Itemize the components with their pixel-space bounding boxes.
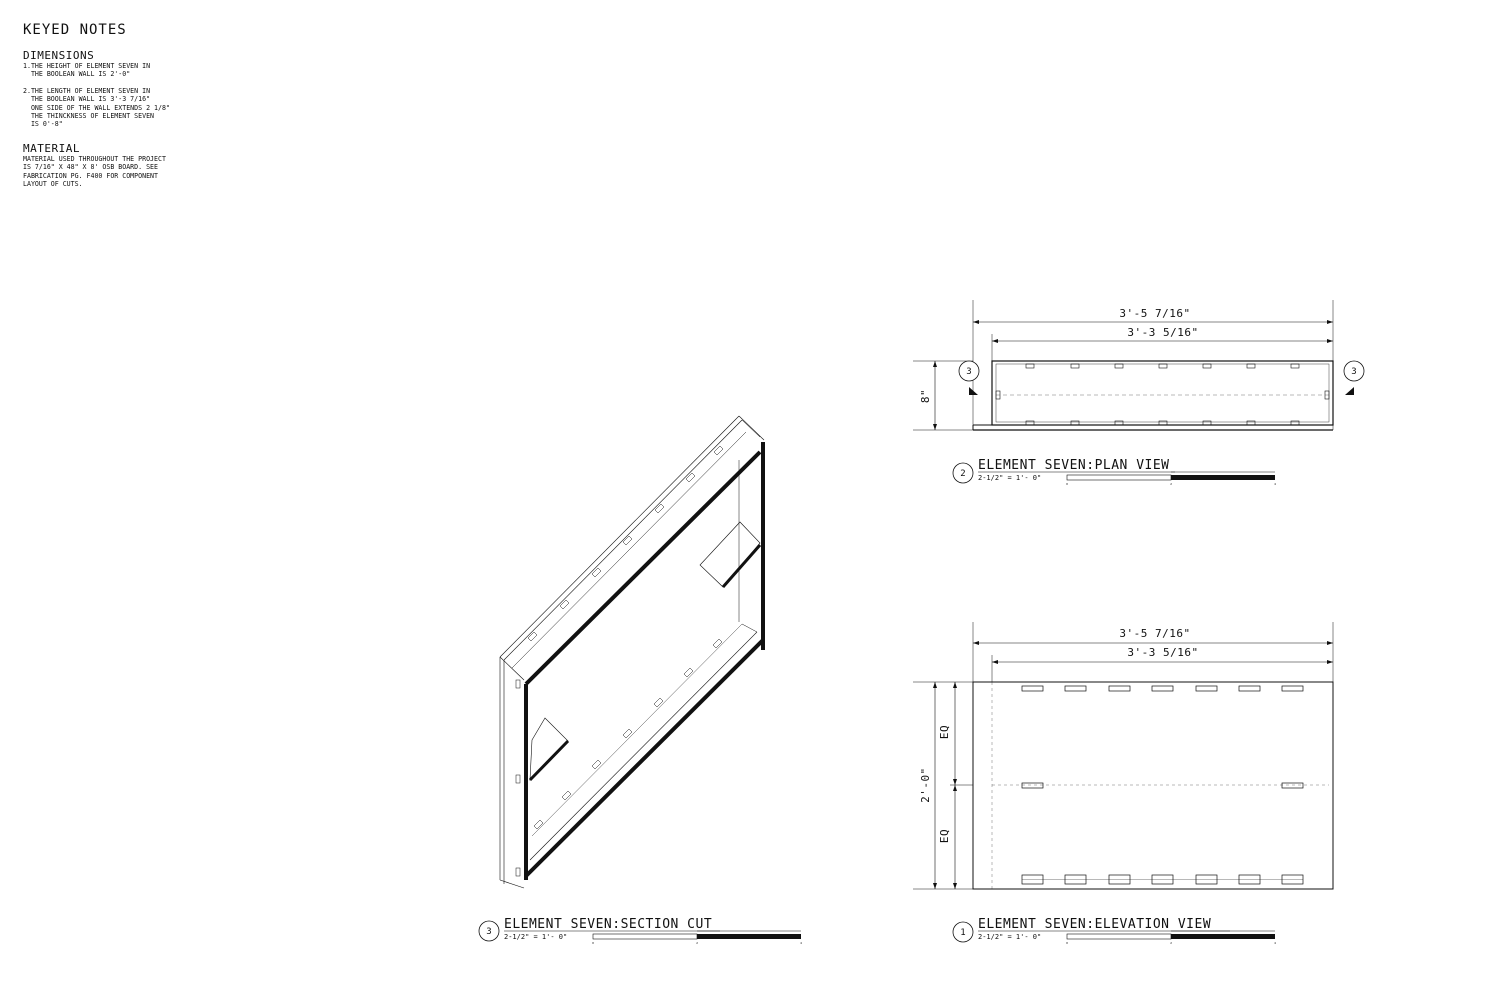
note-2-line-5: IS 0'-8" bbox=[23, 120, 63, 129]
material-line-4: LAYOUT OF CUTS. bbox=[23, 180, 83, 189]
elev-scale-tick-0: 0 bbox=[1066, 941, 1068, 945]
plan-dim-overall: 3'-5 7/16" bbox=[1119, 307, 1190, 320]
axo-top-edge-inner bbox=[511, 431, 747, 669]
material-line-1: MATERIAL USED THROUGHOUT THE PROJECT bbox=[23, 154, 166, 163]
plan-view-scale: 2-1/2" = 1'- 0" bbox=[978, 474, 1041, 482]
keyed-notes: KEYED NOTES DIMENSIONS 1.THE HEIGHT OF E… bbox=[23, 22, 253, 188]
elevation-view bbox=[913, 622, 1334, 890]
elev-bottom-slots bbox=[1021, 874, 1304, 885]
axo-bottom-shelf-back bbox=[531, 623, 743, 837]
axo-cut-bottom-rail bbox=[524, 638, 765, 878]
elev-dim-inner: 3'-3 5/16" bbox=[1127, 646, 1198, 659]
elev-mid-slots bbox=[1021, 782, 1304, 789]
section-cut-title: ELEMENT SEVEN:SECTION CUT bbox=[504, 917, 712, 932]
elev-scale-tick-mid: 2 bbox=[1170, 941, 1172, 945]
note-2-line-1: 2.THE LENGTH OF ELEMENT SEVEN IN bbox=[23, 86, 151, 95]
section-scale-bar bbox=[504, 930, 801, 940]
plan-view-number-circle bbox=[952, 462, 974, 484]
elev-dim-overall: 3'-5 7/16" bbox=[1119, 627, 1190, 640]
axo-bottom-shelf-cap bbox=[741, 623, 758, 633]
plan-view-title: ELEMENT SEVEN:PLAN VIEW bbox=[978, 458, 1170, 473]
plan-scale-tick-end: 4 bbox=[1274, 482, 1276, 486]
axo-top-right-cap-2 bbox=[741, 419, 761, 438]
section-cut-number: 3 bbox=[486, 927, 491, 937]
plan-scale-tick-0: 0 bbox=[1066, 482, 1068, 486]
section-scale-tick-mid: 2 bbox=[696, 941, 698, 945]
plan-scale-bar bbox=[978, 471, 1275, 481]
plan-scale-tick-mid: 2 bbox=[1170, 482, 1172, 486]
plan-section-tag-right bbox=[1343, 360, 1365, 395]
axo-left-tabs bbox=[515, 679, 521, 877]
axo-top-tabs bbox=[527, 445, 724, 642]
plan-dim-inner: 3'-3 5/16" bbox=[1127, 326, 1198, 339]
plan-tabs bbox=[995, 363, 1330, 426]
keyed-notes-title: KEYED NOTES bbox=[23, 22, 127, 38]
elevation-scale-bar bbox=[978, 930, 1275, 940]
plan-view bbox=[913, 300, 1334, 431]
note-2-line-3: ONE SIDE OF THE WALL EXTENDS 2 1/8" bbox=[23, 103, 170, 112]
plan-outline bbox=[991, 360, 1334, 426]
note-1-line-2: THE BOOLEAN WALL IS 2'-0" bbox=[23, 70, 131, 79]
dimensions-title: DIMENSIONS bbox=[23, 49, 95, 62]
elev-outline bbox=[972, 681, 1334, 890]
material-title: MATERIAL bbox=[23, 141, 80, 155]
material-line-3: FABRICATION PG. F400 FOR COMPONENT bbox=[23, 171, 158, 180]
axo-shelf-left bbox=[529, 717, 569, 781]
axo-left-top-cap bbox=[499, 656, 525, 681]
axo-cut-top-rail bbox=[524, 450, 762, 686]
elevation-view-scale: 2-1/2" = 1'- 0" bbox=[978, 933, 1041, 941]
elev-top-slots bbox=[1021, 685, 1304, 692]
plan-dim-depth: 8" bbox=[919, 389, 932, 403]
axo-bottom-tabs bbox=[533, 638, 723, 830]
elev-dim-arrows-eq bbox=[953, 682, 957, 889]
elev-scale-tick-end: 4 bbox=[1274, 941, 1276, 945]
axo-bottom-shelf-edge bbox=[529, 631, 758, 861]
plan-inner-outline bbox=[995, 363, 1330, 423]
section-scale-tick-0: 0 bbox=[592, 941, 594, 945]
section-scale-tick-end: 4 bbox=[800, 941, 802, 945]
section-cut-number-circle bbox=[478, 920, 500, 942]
axo-top-edge-back-2 bbox=[503, 419, 743, 661]
section-cut-axonometric bbox=[499, 415, 765, 889]
note-2-line-4: THE THINCKNESS OF ELEMENT SEVEN bbox=[23, 112, 155, 121]
note-1-line-1: 1.THE HEIGHT OF ELEMENT SEVEN IN bbox=[23, 62, 151, 70]
elevation-view-number: 1 bbox=[960, 928, 965, 938]
note-2-line-2: THE BOOLEAN WALL IS 3'-3 7/16" bbox=[23, 95, 151, 104]
elevation-view-number-circle bbox=[952, 921, 974, 943]
axo-top-edge-back bbox=[499, 415, 740, 658]
elev-dim-eq-top: EQ bbox=[938, 725, 951, 739]
plan-section-tag-right-label: 3 bbox=[1351, 367, 1356, 377]
plan-section-tag-left-label: 3 bbox=[966, 367, 971, 377]
elev-dim-eq-bottom: EQ bbox=[938, 829, 951, 843]
elev-dim-height: 2'-0" bbox=[919, 767, 932, 803]
axo-left-bottom-cap bbox=[499, 879, 525, 889]
plan-view-number: 2 bbox=[960, 469, 965, 479]
elevation-view-title: ELEMENT SEVEN:ELEVATION VIEW bbox=[978, 917, 1211, 932]
axo-top-right-cap bbox=[738, 415, 765, 441]
plan-section-tag-left bbox=[958, 360, 980, 395]
section-cut-scale: 2-1/2" = 1'- 0" bbox=[504, 933, 567, 941]
material-line-2: IS 7/16" X 48" X 8' OSB BOARD. SEE bbox=[23, 163, 158, 172]
axo-shelf-right-cut bbox=[721, 544, 762, 588]
axo-shelf-left-cut bbox=[528, 739, 570, 782]
